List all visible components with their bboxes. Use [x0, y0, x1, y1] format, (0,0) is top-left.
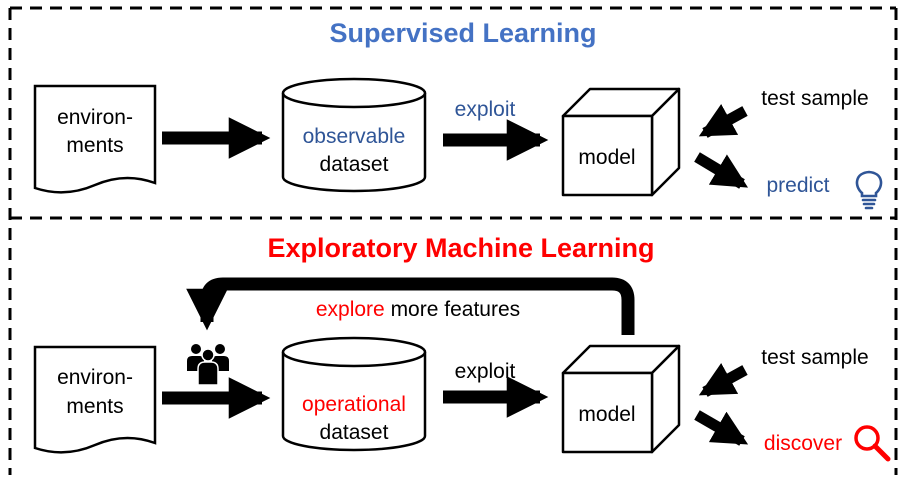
exploratory-model-cube: [561, 344, 681, 454]
supervised-dataset-line2: dataset: [320, 153, 389, 176]
supervised-arrow-test-sample: [698, 104, 748, 138]
supervised-model-cube: [561, 87, 681, 197]
exploratory-environments-line2: ments: [66, 395, 123, 418]
dashed-frame: [8, 6, 898, 475]
magnifier-icon: [854, 425, 891, 462]
explore-more-features-label: explore more features: [316, 298, 520, 321]
people-group-icon: [187, 344, 229, 386]
supervised-predict-label: predict: [766, 174, 829, 197]
exploratory-environments-doc: environ- ments: [33, 345, 157, 454]
explore-loop-arrow: [186, 277, 635, 335]
supervised-model-label: model: [578, 146, 635, 169]
exploratory-arrow-discover: [694, 410, 749, 446]
supervised-environments-doc: environ- ments: [33, 84, 157, 194]
exploratory-test-sample-label: test sample: [761, 346, 868, 369]
explore-word: explore: [316, 298, 385, 321]
exploratory-exploit-label: exploit: [455, 360, 516, 383]
supervised-title: Supervised Learning: [329, 18, 596, 48]
exploratory-model-label: model: [578, 403, 635, 426]
exploratory-dataset-line1: operational: [302, 393, 406, 416]
exploratory-dataset-cylinder: operational dataset: [281, 336, 427, 452]
supervised-environments-line2: ments: [66, 134, 123, 157]
supervised-environments-line1: environ-: [57, 106, 133, 129]
supervised-dataset-line1: observable: [303, 125, 406, 148]
supervised-arrow-predict: [694, 152, 749, 189]
exploratory-environments-line1: environ-: [57, 366, 133, 389]
exploratory-dataset-line2: dataset: [320, 421, 389, 444]
supervised-exploit-label: exploit: [455, 98, 516, 121]
exploratory-arrow-test-sample: [698, 363, 748, 397]
supervised-test-sample-label: test sample: [761, 87, 868, 110]
supervised-dataset-cylinder: observable dataset: [281, 77, 427, 193]
lightbulb-icon: [855, 170, 883, 210]
exploratory-title: Exploratory Machine Learning: [267, 233, 654, 263]
exploratory-discover-label: discover: [764, 432, 842, 455]
explore-rest: more features: [385, 298, 520, 321]
